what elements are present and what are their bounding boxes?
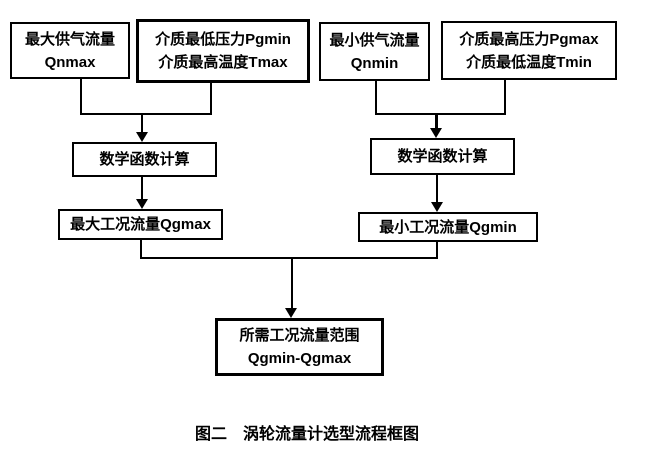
arrow-to-result-shaft	[291, 259, 293, 310]
arrow-right-to-calc-shaft	[435, 115, 438, 130]
node-math-calc-left: 数学函数计算	[72, 142, 217, 177]
arrow-left-to-calc-shaft	[141, 115, 143, 134]
connector-left-merge-horizontal	[80, 113, 212, 115]
node-math-calc-right: 数学函数计算	[370, 138, 515, 175]
connector-bottom-merge-vertical-2	[436, 242, 438, 259]
node-required-flow-range-line1: 所需工况流量范围	[239, 327, 360, 344]
arrow-calc-to-qgmin-shaft	[436, 175, 438, 203]
connector-left-merge-vertical-1	[80, 79, 82, 115]
node-min-working-flow: 最小工况流量Qgmin	[358, 212, 538, 242]
node-max-temp-line: 介质最高温度Tmax	[158, 54, 288, 71]
arrow-left-to-calc-head-icon	[136, 132, 148, 142]
node-max-pressure-min-temp: 介质最高压力Pgmax 介质最低温度Tmin	[441, 21, 617, 80]
connector-bottom-merge-vertical-1	[140, 240, 142, 259]
arrow-right-to-calc-head-icon	[430, 128, 442, 138]
node-min-supply-flow-line1: 最小供气流量	[329, 31, 420, 49]
node-min-supply-flow-line2: Qnmin	[350, 54, 399, 72]
arrow-calc-to-qgmin-head-icon	[431, 202, 443, 212]
node-max-working-flow: 最大工况流量Qgmax	[58, 209, 223, 240]
node-min-working-flow-label: 最小工况流量Qgmin	[379, 218, 517, 236]
node-max-supply-flow: 最大供气流量 Qnmax	[10, 22, 130, 79]
connector-bottom-merge-horizontal	[140, 257, 438, 259]
node-min-pressure-line: 介质最低压力Pgmin	[155, 31, 291, 48]
arrow-to-result-head-icon	[285, 308, 297, 318]
node-max-pressure-line: 介质最高压力Pgmax	[459, 30, 599, 48]
node-math-calc-left-label: 数学函数计算	[99, 151, 190, 168]
node-min-pressure-max-temp: 介质最低压力Pgmin 介质最高温度Tmax	[136, 19, 310, 83]
node-required-flow-range: 所需工况流量范围 Qgmin-Qgmax	[215, 318, 384, 376]
node-min-supply-flow: 最小供气流量 Qnmin	[319, 22, 430, 81]
connector-left-merge-vertical-2	[210, 83, 212, 115]
connector-right-merge-vertical-2	[504, 80, 506, 115]
arrow-calc-to-qgmax-head-icon	[136, 199, 148, 209]
node-max-supply-flow-line2: Qnmax	[44, 53, 96, 71]
node-required-flow-range-line2: Qgmin-Qgmax	[247, 350, 352, 367]
connector-right-merge-horizontal	[375, 113, 506, 115]
connector-right-merge-vertical-1	[375, 81, 377, 115]
node-math-calc-right-label: 数学函数计算	[397, 148, 488, 165]
node-max-supply-flow-line1: 最大供气流量	[24, 30, 115, 48]
arrow-calc-to-qgmax-shaft	[141, 177, 143, 200]
node-max-working-flow-label: 最大工况流量Qgmax	[70, 216, 211, 233]
figure-caption: 图二 涡轮流量计选型流程框图	[194, 426, 419, 443]
node-min-temp-line: 介质最低温度Tmin	[466, 53, 592, 71]
